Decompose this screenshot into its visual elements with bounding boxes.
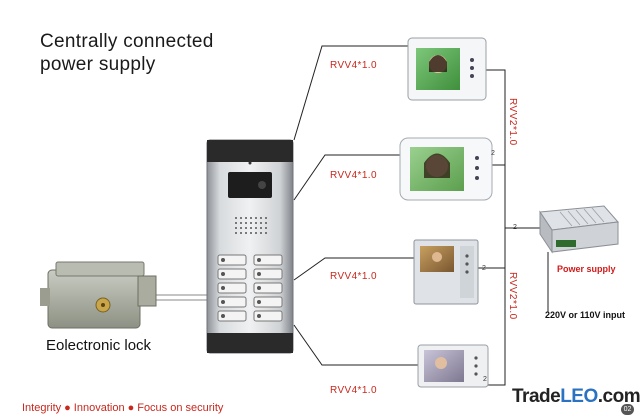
slogan-item-2: Innovation <box>73 402 125 414</box>
power-supply-unit <box>539 205 619 254</box>
wire-mark-4: 2 <box>483 376 487 383</box>
cable-label-monitor-3: RVV4*1.0 <box>330 271 377 282</box>
bullet-icon: ● <box>64 402 71 414</box>
brand-part-1: Trade <box>512 386 561 407</box>
camera-window <box>228 172 272 198</box>
brand-watermark: TradeLEO.com <box>512 386 640 408</box>
page-badge: 02 <box>621 404 634 415</box>
slogan-item-3: Focus on security <box>137 402 224 414</box>
power-supply-label: Power supply <box>557 264 616 274</box>
slogan: Integrity●Innovation●Focus on security <box>22 402 223 414</box>
diagram-title: Centrally connected power supply <box>40 30 214 76</box>
monitor-1 <box>407 37 487 101</box>
wire-mark-2: 2 <box>513 224 517 231</box>
cable-label-monitor-2: RVV4*1.0 <box>330 170 377 181</box>
brand-part-2: LEO <box>560 386 598 407</box>
cable-label-monitor-1: RVV4*1.0 <box>330 60 377 71</box>
monitor-4 <box>417 344 489 388</box>
slogan-item-1: Integrity <box>22 402 62 414</box>
bullet-icon: ● <box>127 402 135 414</box>
lock-label: Eolectronic lock <box>46 337 152 354</box>
wire-monitor-4 <box>293 324 418 366</box>
call-buttons <box>217 254 283 322</box>
input-voltage-label: 220V or 110V input <box>545 310 626 320</box>
electronic-lock <box>40 261 157 329</box>
cable-label-bus-lower: RVV2*1.0 <box>507 272 518 320</box>
wire-mark-1: 2 <box>491 150 495 157</box>
monitor-2 <box>399 137 493 201</box>
title-line-2: power supply <box>40 54 156 75</box>
title-line-1: Centrally connected <box>40 31 214 52</box>
wire-monitor-1 <box>293 45 410 141</box>
speaker-grille <box>235 217 267 234</box>
monitor-3 <box>413 239 479 305</box>
wire-bus <box>483 69 506 386</box>
cable-label-monitor-4: RVV4*1.0 <box>330 385 377 396</box>
cable-label-bus-upper: RVV2*1.0 <box>507 98 518 146</box>
wire-monitor-3 <box>293 257 414 281</box>
wire-mark-3: 2 <box>482 265 486 272</box>
wire-monitor-2 <box>293 154 400 201</box>
wire-lock <box>155 294 208 301</box>
brand-part-3: .com <box>597 386 640 407</box>
door-station <box>206 139 294 354</box>
